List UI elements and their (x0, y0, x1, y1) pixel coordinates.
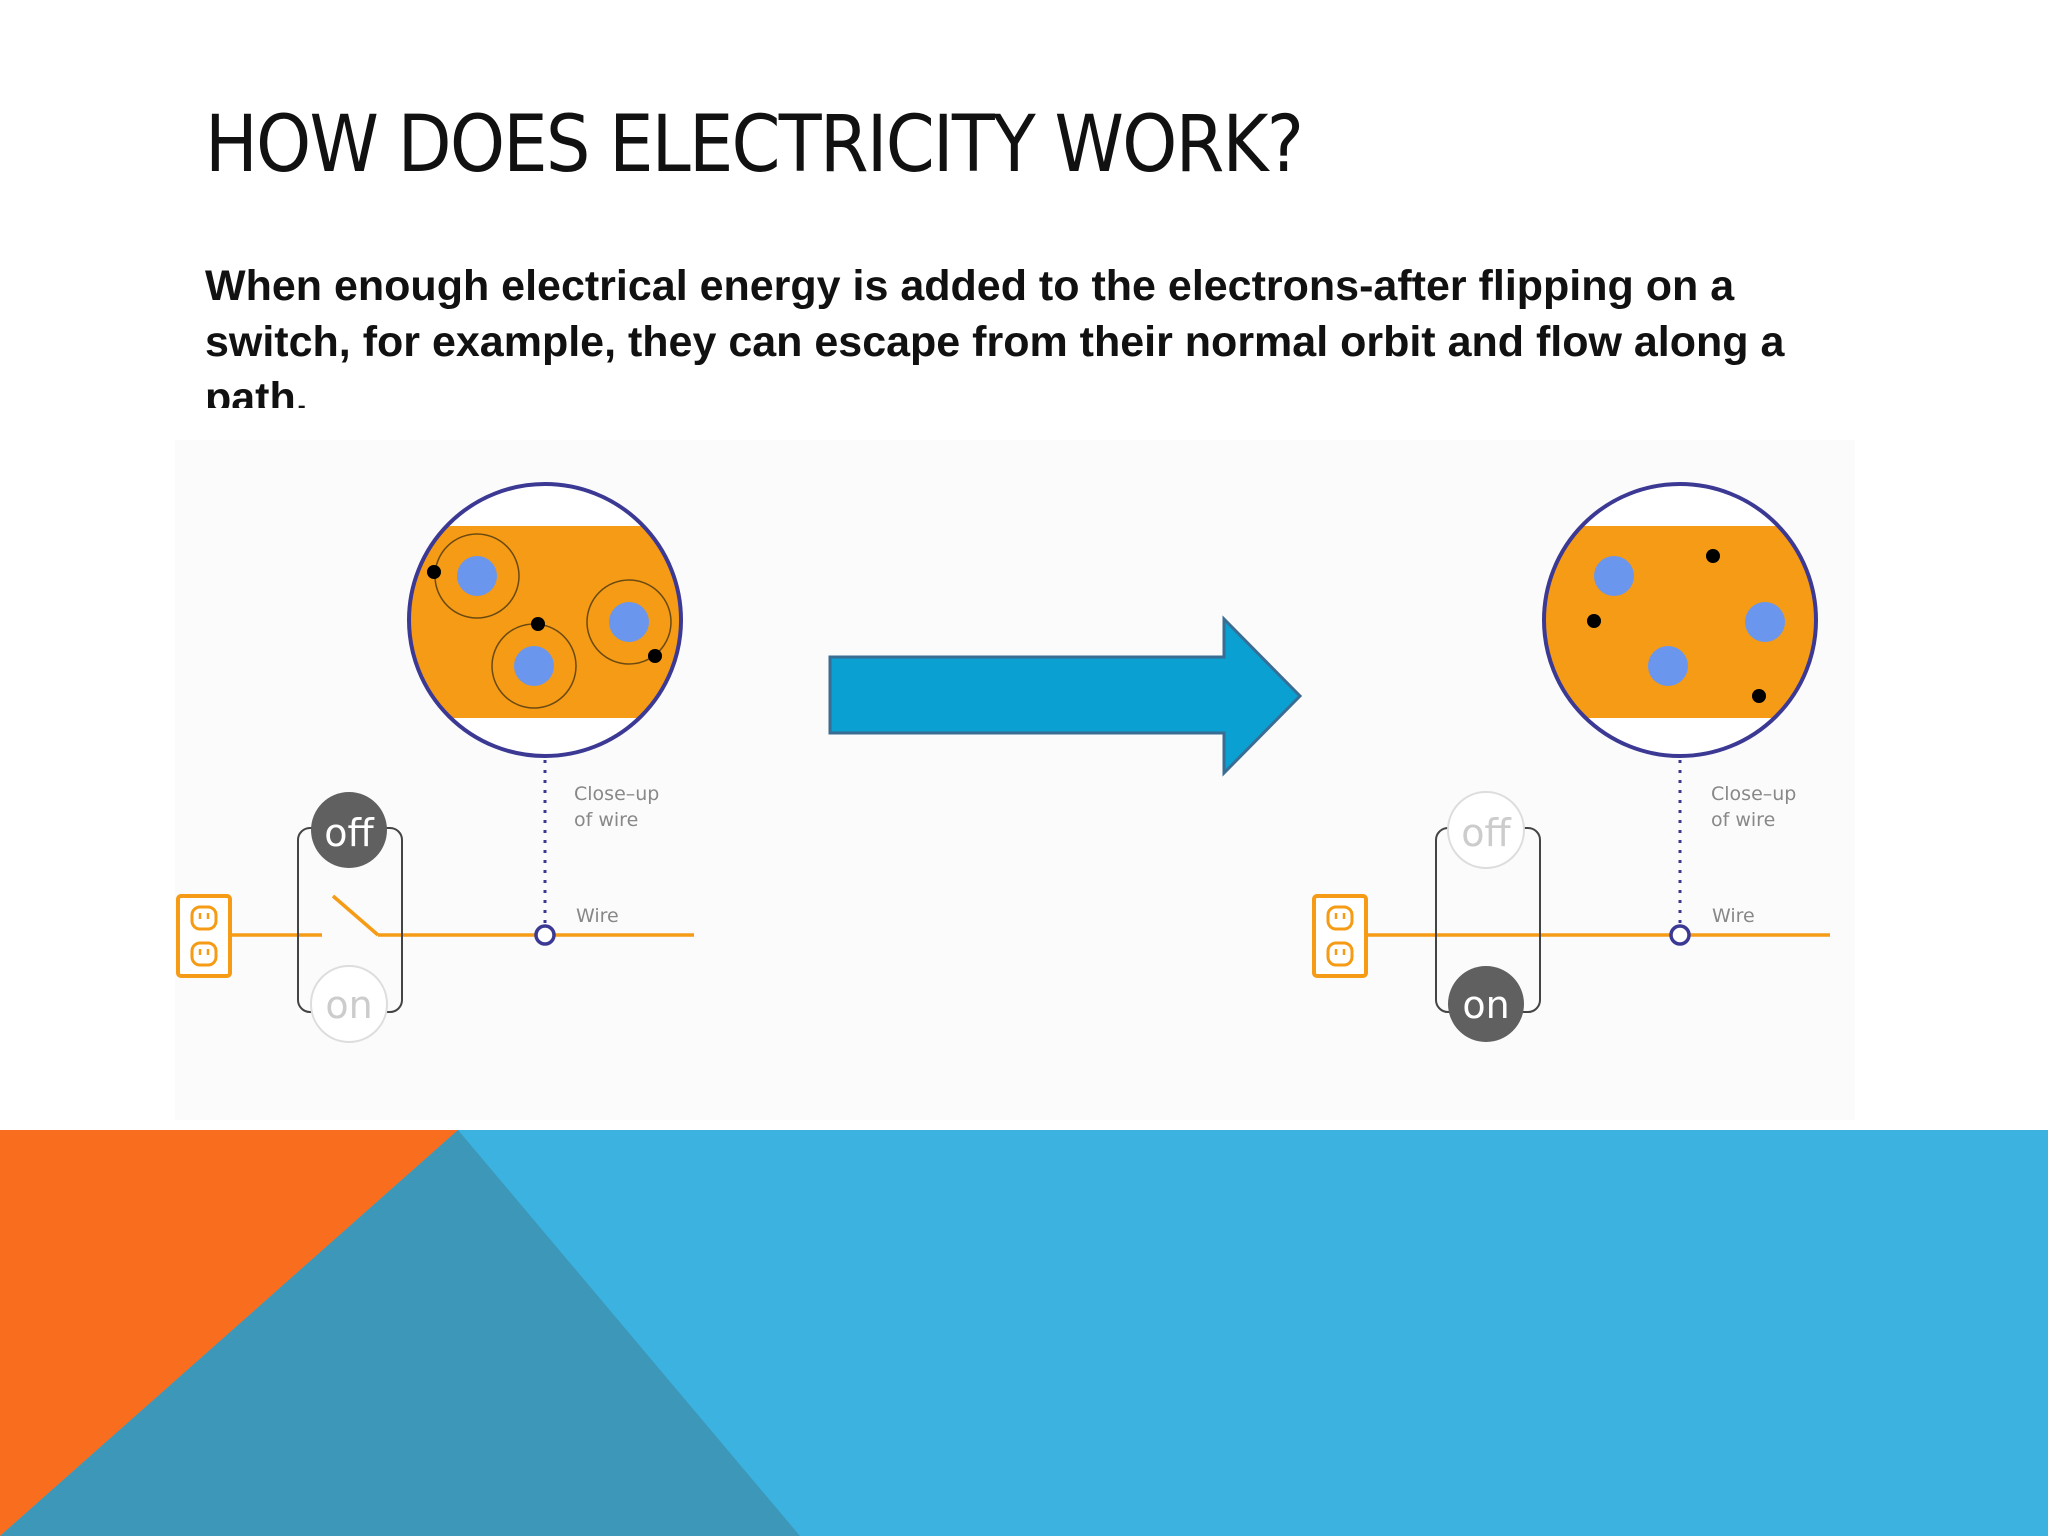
switch-on-button: on (310, 965, 388, 1043)
free-electrons (1587, 549, 1766, 703)
outlet-icon (176, 894, 232, 978)
left-diagram-off-state: Close–up of wire off on (176, 482, 694, 1043)
wire-label: Wire (1712, 905, 1755, 927)
footer-teal-triangle (0, 1130, 800, 1536)
switch-off-button: off (1447, 791, 1525, 869)
footer-decoration (0, 1130, 2048, 1536)
closeup-outline (407, 482, 683, 758)
wire-point-marker (1669, 924, 1691, 946)
svg-text:on: on (1462, 983, 1509, 1027)
outlet-icon (1312, 894, 1368, 978)
switch-on-button: on (1448, 966, 1524, 1042)
atom-nuclei (1594, 556, 1785, 686)
right-arrow (828, 615, 1303, 777)
closeup-label: Close–up of wire (574, 783, 665, 831)
right-diagram-on-state: Close–up of wire off on Wire (1312, 482, 1830, 1042)
wire-label: Wire (576, 905, 619, 927)
switch-off-button: off (311, 792, 387, 868)
closeup-label: Close–up of wire (1711, 783, 1802, 831)
left-closeup-circle (407, 482, 683, 758)
wire-open-circuit (230, 894, 694, 937)
wire-cross-section (409, 526, 681, 718)
slide-title: HOW DOES ELECTRICITY WORK? (205, 100, 1304, 190)
atom-nuclei (457, 556, 649, 686)
svg-text:on: on (325, 983, 372, 1027)
electrons (427, 565, 662, 663)
right-closeup-circle (1542, 482, 1818, 758)
wire-point-marker (534, 924, 556, 946)
svg-text:off: off (1461, 811, 1511, 855)
svg-text:off: off (324, 811, 374, 855)
electricity-diagram: Close–up of wire off on (176, 482, 1830, 1043)
closeup-outline (1542, 482, 1818, 758)
slide-body-text: When enough electrical energy is added t… (205, 262, 1785, 408)
wire-cross-section (1544, 526, 1816, 718)
